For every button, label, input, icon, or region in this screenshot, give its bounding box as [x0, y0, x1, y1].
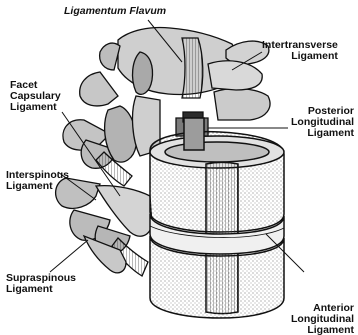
label-interspinous-ligament: Interspinous Ligament	[6, 170, 69, 192]
label-posterior-longitudinal-ligament: Posterior Longitudinal Ligament	[291, 106, 354, 139]
lower-spinous-processes	[56, 178, 152, 276]
label-ligamentum-flavum: Ligamentum Flavum	[64, 6, 166, 17]
label-facet-capsulary-ligament: Facet Capsulary Ligament	[10, 80, 61, 113]
leader-supraspinous	[50, 240, 88, 272]
label-anterior-longitudinal-ligament: Anterior Longitudinal Ligament	[291, 303, 354, 335]
label-supraspinous-ligament: Supraspinous Ligament	[6, 273, 76, 295]
label-intertransverse-ligament: Intertransverse Ligament	[262, 40, 338, 62]
vertebral-body-column	[150, 118, 284, 318]
